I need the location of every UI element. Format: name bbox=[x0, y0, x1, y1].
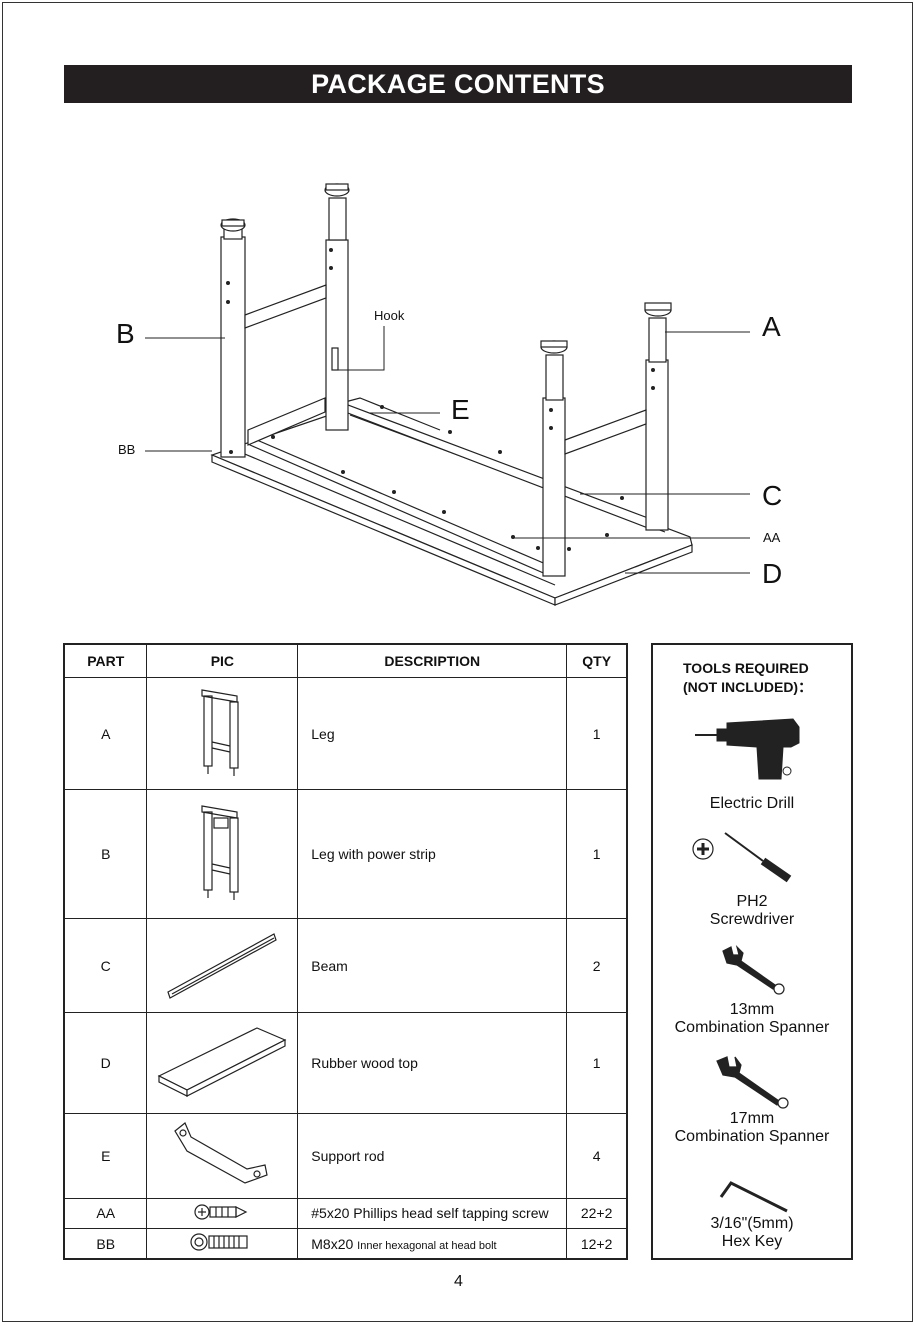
label-c: C bbox=[762, 480, 783, 511]
table-row: A Leg 1 bbox=[63, 677, 628, 790]
spanner-icon bbox=[722, 945, 785, 995]
description-cell: Beam bbox=[297, 918, 568, 1014]
bolt-type: Inner hexagonal at head bolt bbox=[357, 1239, 497, 1252]
label-hook: Hook bbox=[374, 308, 405, 323]
qty-cell: 1 bbox=[566, 788, 628, 920]
phillips-screw-icon bbox=[194, 1204, 248, 1220]
electric-drill-label: Electric Drill bbox=[709, 795, 795, 812]
table-row: B Leg with power strip 1 bbox=[63, 788, 628, 920]
pic-cell bbox=[146, 788, 299, 920]
page-title: PACKAGE CONTENTS bbox=[64, 65, 852, 103]
header-part: PART bbox=[63, 643, 148, 679]
description-cell: Rubber wood top bbox=[297, 1012, 568, 1114]
pic-cell bbox=[146, 677, 299, 790]
part-cell: BB bbox=[63, 1228, 148, 1260]
header-pic: PIC bbox=[146, 643, 299, 679]
table-row: BB M8x20 Inner hexagonal at head bolt 12… bbox=[63, 1228, 628, 1260]
qty-cell: 12+2 bbox=[566, 1228, 628, 1260]
spanner-17mm-label-line2: Combination Spanner bbox=[674, 1128, 830, 1145]
table-illustration bbox=[210, 183, 693, 606]
tools-required-panel: TOOLS REQUIRED (NOT INCLUDED)： Electric … bbox=[651, 643, 853, 1260]
pic-cell bbox=[146, 1228, 299, 1260]
description-cell: #5x20 Phillips head self tapping screw bbox=[297, 1197, 568, 1230]
part-cell: B bbox=[63, 788, 148, 920]
label-d: D bbox=[762, 558, 783, 589]
spanner-13mm-label-line1: 13mm bbox=[729, 1001, 775, 1018]
support-rod-icon bbox=[174, 1122, 269, 1184]
hex-key-label-line2: Hex Key bbox=[721, 1233, 783, 1250]
page-number: 4 bbox=[454, 1273, 463, 1290]
part-cell: C bbox=[63, 918, 148, 1014]
spanner-13mm-label-line2: Combination Spanner bbox=[674, 1019, 830, 1036]
qty-cell: 1 bbox=[566, 677, 628, 790]
table-row: E Support rod 4 bbox=[63, 1112, 628, 1199]
label-b: B bbox=[116, 318, 135, 349]
table-row: C Beam 2 bbox=[63, 918, 628, 1014]
part-cell: E bbox=[63, 1112, 148, 1199]
rubber-wood-top-icon bbox=[158, 1026, 287, 1097]
description-cell: Leg with power strip bbox=[297, 788, 568, 920]
part-cell: D bbox=[63, 1012, 148, 1114]
table-header-row: PART PIC DESCRIPTION QTY bbox=[63, 643, 628, 679]
description-cell: Leg bbox=[297, 677, 568, 790]
description-cell: Support rod bbox=[297, 1112, 568, 1199]
table-row: D Rubber wood top 1 bbox=[63, 1012, 628, 1114]
parts-table: PART PIC DESCRIPTION QTY A Leg 1 B bbox=[63, 643, 628, 1260]
qty-cell: 4 bbox=[566, 1112, 628, 1199]
assembly-diagram bbox=[145, 183, 750, 606]
part-cell: AA bbox=[63, 1197, 148, 1230]
pic-cell bbox=[146, 1012, 299, 1114]
pic-cell bbox=[146, 1112, 299, 1199]
beam-icon bbox=[167, 933, 278, 1000]
label-bb: BB bbox=[118, 442, 136, 457]
screwdriver-label-line1: PH2 bbox=[736, 893, 768, 910]
leg-with-power-strip-icon bbox=[201, 804, 239, 900]
leader-lines bbox=[145, 326, 750, 574]
tools-title-line1: TOOLS REQUIRED bbox=[683, 660, 809, 676]
qty-cell: 22+2 bbox=[566, 1197, 628, 1230]
pic-cell bbox=[146, 1197, 299, 1230]
hex-key-label-line1: 3/16"(5mm) bbox=[710, 1215, 794, 1232]
label-e: E bbox=[451, 394, 470, 425]
screwdriver-label-line2: Screwdriver bbox=[709, 911, 795, 928]
screwdriver-icon bbox=[692, 832, 792, 883]
hex-bolt-icon bbox=[190, 1233, 248, 1251]
tools-title-line2: (NOT INCLUDED)： bbox=[683, 679, 813, 695]
hex-key-icon bbox=[719, 1181, 788, 1213]
pic-cell bbox=[146, 918, 299, 1014]
spanner-17mm-label-line1: 17mm bbox=[729, 1110, 775, 1127]
header-description: DESCRIPTION bbox=[297, 643, 568, 679]
qty-cell: 2 bbox=[566, 918, 628, 1014]
qty-cell: 1 bbox=[566, 1012, 628, 1114]
bolt-size: M8x20 bbox=[311, 1235, 354, 1252]
spanner-icon bbox=[716, 1056, 789, 1109]
electric-drill-icon bbox=[695, 718, 800, 780]
leg-icon bbox=[201, 689, 239, 777]
part-cell: A bbox=[63, 677, 148, 790]
label-aa: AA bbox=[763, 530, 781, 545]
label-a: A bbox=[762, 311, 781, 342]
description-cell: M8x20 Inner hexagonal at head bolt bbox=[297, 1228, 568, 1260]
table-row: AA #5x20 Phillips head self tapping scre… bbox=[63, 1197, 628, 1230]
tools-title: TOOLS REQUIRED (NOT INCLUDED)： bbox=[683, 659, 812, 697]
header-qty: QTY bbox=[566, 643, 628, 679]
